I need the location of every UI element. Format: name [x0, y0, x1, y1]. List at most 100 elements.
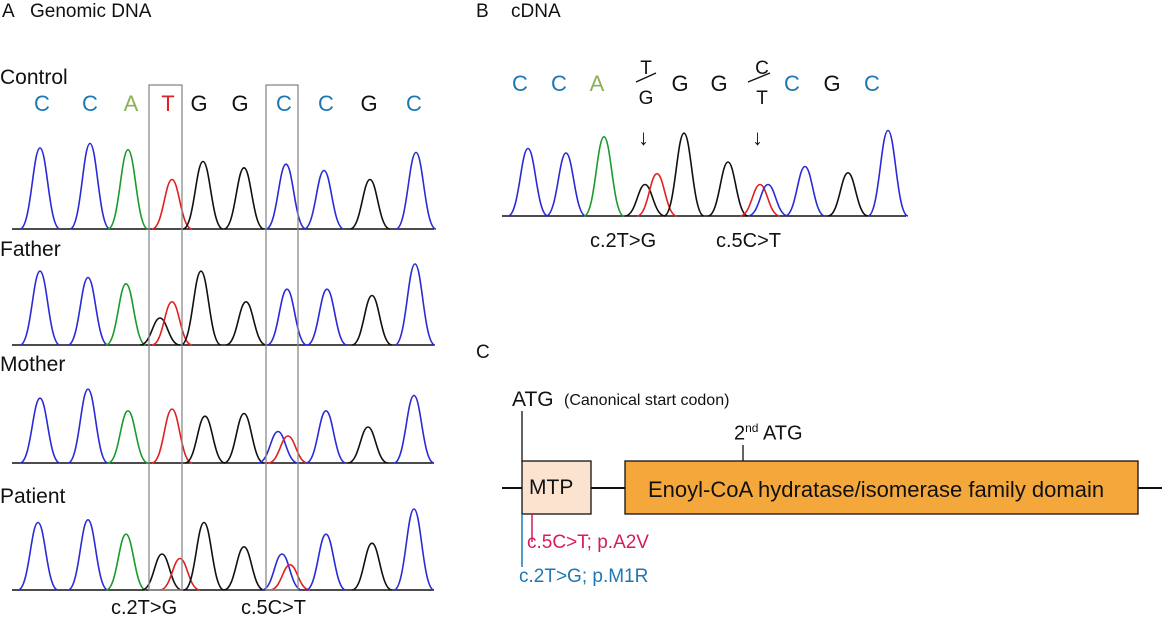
cdna-mutation-label-2: c.5C>T: [716, 230, 782, 252]
genomic-trace-peak: [223, 412, 265, 464]
genomic-mutation-label-1: c.2T>G: [111, 597, 178, 619]
sample-label-father: Father: [0, 238, 61, 261]
genomic-trace-peak: [351, 294, 393, 346]
mutation-highlight-box-5: [265, 84, 299, 591]
cdna-base-letter: C: [864, 71, 880, 96]
cdna-base-letter: G: [671, 71, 689, 96]
genomic-trace-peak: [139, 317, 181, 346]
second-atg-label: 2nd ATG: [734, 421, 803, 445]
arrow-down-icon: ↓: [752, 125, 763, 150]
genomic-base-letter: C: [318, 91, 334, 116]
genomic-base-letter: G: [360, 91, 378, 116]
cdna-base-letter: T: [640, 58, 652, 79]
genomic-trace-peak: [393, 394, 435, 464]
cdna-trace-peak: [739, 183, 781, 217]
mutation-label-a2v: c.5C>T; p.A2V: [527, 532, 649, 553]
genomic-trace-peak: [267, 435, 309, 464]
genomic-trace-peak: [105, 533, 147, 591]
genomic-trace-peak: [17, 521, 59, 591]
genomic-trace-peak: [67, 276, 109, 346]
sample-label-patient: Patient: [0, 485, 66, 508]
genomic-trace-peak: [269, 563, 311, 591]
genomic-trace-peak: [141, 553, 183, 591]
cdna-base-letter-alt: G: [638, 88, 654, 109]
genomic-base-letter: G: [231, 91, 249, 116]
cdna-base-letter-alt: T: [756, 88, 768, 109]
genomic-mutation-label-2: c.5C>T: [241, 597, 307, 619]
genomic-trace-peak: [351, 542, 393, 591]
genomic-trace-peak: [303, 169, 345, 230]
genomic-trace-peak: [393, 508, 435, 591]
genomic-trace-peak: [107, 409, 149, 464]
cdna-base-letter: C: [784, 71, 800, 96]
genomic-trace-peak: [395, 151, 437, 230]
arrow-down-icon: ↓: [638, 125, 649, 150]
genomic-trace-peak: [67, 518, 109, 591]
panel-a-title: Genomic DNA: [30, 1, 152, 22]
sample-label-control: Control: [0, 66, 68, 89]
genomic-trace-peak: [69, 142, 111, 230]
genomic-trace-peak: [67, 388, 109, 464]
genomic-trace-peak: [223, 166, 265, 230]
cdna-trace-peak: [784, 165, 826, 217]
domain-label: Enoyl-CoA hydratase/isomerase family dom…: [648, 477, 1105, 502]
genomic-trace-peak: [151, 178, 193, 230]
cdna-trace-peak: [707, 161, 749, 217]
cdna-base-letter: C: [551, 71, 567, 96]
cdna-trace-peak: [747, 183, 789, 217]
genomic-trace-peak: [184, 415, 226, 464]
cdna-base-letter: C: [755, 58, 769, 79]
mutation-highlight-box-2: [148, 84, 183, 591]
genomic-trace-peak: [306, 288, 348, 346]
cdna-trace-peak: [663, 132, 705, 217]
sample-label-mother: Mother: [0, 353, 66, 376]
cdna-base-letter: C: [512, 71, 528, 96]
mutation-label-m1r: c.2T>G; p.M1R: [519, 566, 649, 587]
panel-c-label: C: [476, 342, 490, 363]
cdna-trace-peak: [507, 147, 549, 217]
gene-diagram: [502, 411, 1162, 567]
cdna-trace-peak: [827, 171, 869, 217]
atg-note: (Canonical start codon): [564, 392, 730, 409]
genomic-base-letter: G: [190, 91, 208, 116]
slash-ct: [747, 72, 771, 83]
cdna-base-letter: A: [589, 71, 605, 96]
genomic-trace-peak: [107, 148, 149, 230]
panel-b-label: B: [476, 1, 489, 22]
genomic-trace-peak: [105, 282, 147, 346]
genomic-trace-peak: [19, 397, 61, 464]
cdna-chromatogram: [502, 129, 909, 217]
genomic-trace-peak: [159, 557, 201, 591]
genomic-chromatograms: [12, 142, 437, 591]
genomic-trace-peak: [223, 545, 265, 591]
genomic-trace-peak: [180, 270, 222, 346]
genomic-base-letter: T: [161, 91, 175, 116]
mtp-box: [521, 460, 592, 515]
domain-box: [624, 460, 1139, 515]
slash-tg: [635, 72, 657, 83]
cdna-base-letter: G: [823, 71, 841, 96]
genomic-trace-peak: [151, 408, 193, 464]
panel-b-title: cDNA: [511, 1, 561, 22]
genomic-trace-peak: [347, 426, 389, 464]
genomic-trace-peak: [19, 270, 61, 346]
cdna-trace-peak: [545, 152, 587, 217]
genomic-trace-peak: [265, 163, 307, 230]
genomic-trace-peak: [349, 178, 391, 230]
genomic-trace-peak: [151, 300, 193, 346]
mtp-label: MTP: [529, 476, 574, 499]
genomic-base-letter: C: [406, 91, 422, 116]
genomic-trace-peak: [305, 533, 347, 591]
genomic-trace-peak: [225, 300, 267, 346]
cdna-trace-peak: [583, 135, 625, 217]
genomic-trace-peak: [183, 521, 225, 591]
cdna-mutation-label-1: c.2T>G: [590, 230, 657, 252]
genomic-trace-peak: [257, 430, 299, 464]
genomic-trace-peak: [182, 160, 224, 230]
genomic-base-letter: C: [82, 91, 98, 116]
genomic-trace-peak: [261, 553, 303, 591]
genomic-trace-peak: [266, 288, 308, 346]
genomic-base-letter: C: [276, 91, 292, 116]
genomic-trace-peak: [394, 263, 436, 346]
